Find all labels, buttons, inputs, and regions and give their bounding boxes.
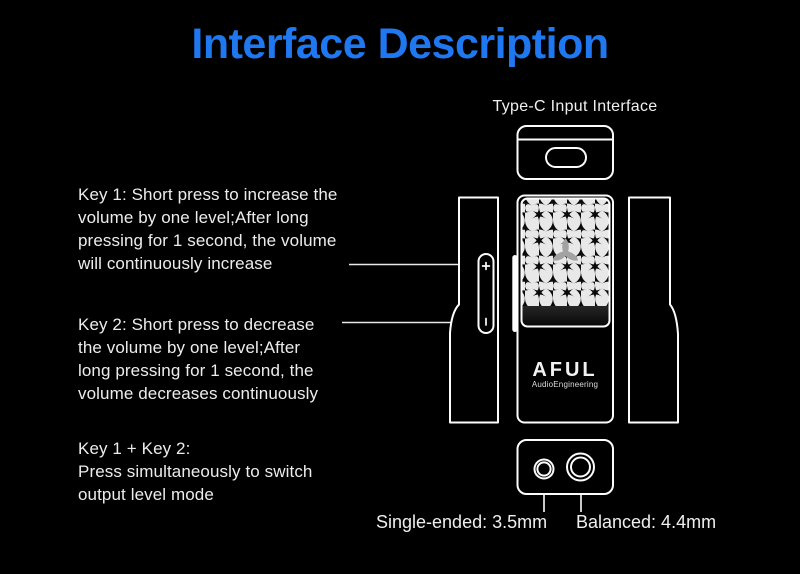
page-title: Interface Description bbox=[191, 20, 609, 68]
front-volume-button-edge bbox=[512, 255, 518, 332]
brand-name: AFUL bbox=[532, 359, 598, 381]
front-view bbox=[512, 194, 614, 424]
brand-logo: AFUL AudioEngineering bbox=[517, 360, 613, 390]
pattern-panel bbox=[521, 198, 610, 327]
usbc-port-icon bbox=[545, 147, 587, 168]
top-view bbox=[516, 125, 614, 180]
volume-rocker bbox=[477, 253, 495, 334]
jack-4.4mm-icon bbox=[566, 452, 595, 482]
brand-subtitle: AudioEngineering bbox=[531, 380, 599, 389]
key1-description: Key 1: Short press to increase the volum… bbox=[78, 185, 338, 273]
right-side-view bbox=[628, 196, 679, 424]
plus-icon bbox=[481, 261, 491, 271]
key-combo-description: Key 1 + Key 2: Press simultaneously to s… bbox=[78, 439, 313, 504]
left-side-view bbox=[449, 196, 499, 424]
balanced-label: Balanced: 4.4mm bbox=[576, 512, 717, 532]
bottom-view bbox=[516, 439, 614, 512]
key2-description: Key 2: Short press to decrease the volum… bbox=[78, 315, 319, 403]
jack-3.5mm-icon bbox=[533, 458, 555, 480]
aful-logo-mark bbox=[552, 238, 579, 261]
typec-input-label: Type-C Input Interface bbox=[492, 98, 658, 115]
single-ended-label: Single-ended: 3.5mm bbox=[376, 512, 548, 532]
jack-leader-lines bbox=[543, 495, 582, 512]
